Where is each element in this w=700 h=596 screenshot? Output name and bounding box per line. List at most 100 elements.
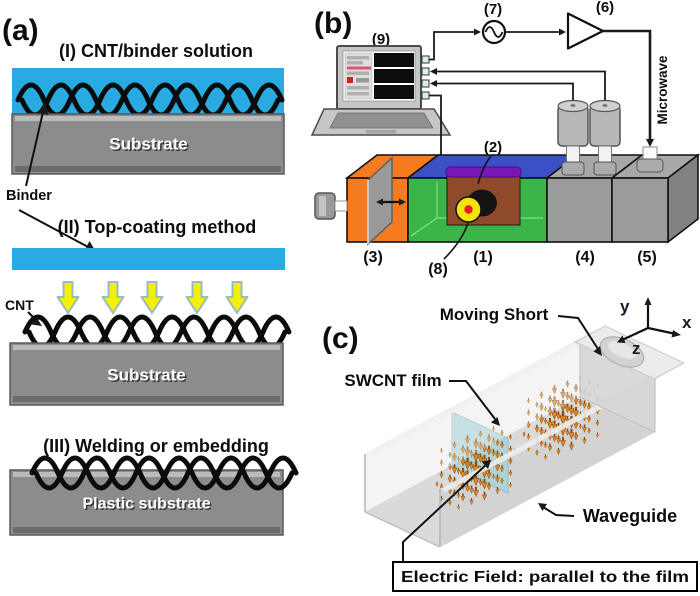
field-vector-arrow: [456, 491, 461, 499]
field-vector-arrow: [447, 474, 453, 484]
field-vector-arrow: [543, 406, 548, 412]
field-vector-arrow: [565, 428, 570, 436]
field-vector-arrow: [472, 449, 480, 462]
field-vector-arrow: [560, 388, 566, 400]
down-arrow-icon: [185, 281, 209, 314]
field-vector-arrow: [586, 402, 592, 412]
field-vector-arrow: [587, 427, 591, 435]
field-vector-arrow: [578, 399, 583, 407]
field-vector-arrow: [456, 504, 461, 510]
field-vector-arrow: [526, 398, 531, 404]
field-vector-arrow: [564, 403, 571, 414]
field-vector-arrow: [478, 430, 483, 438]
field-vector-arrow: [460, 456, 466, 467]
field-vector-arrow: [595, 419, 600, 427]
field-vector-arrow: [447, 463, 453, 471]
field-vector-arrow: [448, 451, 452, 459]
field-vector-arrow: [568, 393, 575, 403]
field-vector-arrow: [439, 483, 444, 490]
panel-b-label: (b): [314, 7, 352, 40]
electric-field-callout: Electric Field: parallel to the film: [392, 460, 698, 592]
field-vector-arrow: [508, 482, 513, 488]
laptop-illustration: [310, 45, 452, 136]
field-vector-arrow: [473, 438, 479, 450]
binder-arrow-up: [25, 102, 49, 187]
field-vector-arrow: [439, 459, 444, 466]
signal-generator-icon: [481, 19, 507, 45]
field-vector-arrow: [460, 445, 466, 454]
field-vector-arrow: [573, 432, 579, 441]
axes-triad: y x z: [617, 297, 692, 358]
input-label: (5): [637, 249, 657, 266]
field-vector-arrow: [582, 424, 587, 433]
field-vector-arrow: [539, 403, 544, 412]
field-vector-arrow: [464, 435, 471, 445]
field-vector-arrow: [486, 434, 492, 443]
field-vector-arrow: [469, 485, 474, 494]
screen-control-panel: [344, 52, 373, 100]
field-vector-arrow: [547, 395, 553, 404]
amplifier-label: (6): [596, 0, 614, 16]
sample-label: (2): [484, 139, 502, 156]
field-vector-arrow: [560, 436, 566, 448]
field-vector-arrow: [495, 439, 500, 447]
waveguide-3d: [364, 325, 686, 548]
field-vector-arrow: [439, 496, 444, 502]
field-vector-arrow: [539, 391, 544, 399]
field-vector-arrow: [573, 395, 579, 406]
field-vector-arrow: [526, 409, 531, 416]
field-vector-arrow: [559, 411, 567, 425]
substrate-block-2: Substrate Substrate: [9, 342, 284, 406]
detector-label: (4): [575, 249, 595, 266]
field-vector-arrow: [582, 400, 587, 409]
detector-cylinder-left: [557, 99, 589, 176]
substrate-2-label-shadow: Substrate: [109, 367, 187, 386]
substrate-2-label: Substrate: [107, 366, 185, 385]
field-vector-arrow: [439, 471, 444, 479]
field-vector-arrow: [526, 433, 531, 440]
axis-y-label: y: [620, 297, 630, 316]
field-vector-arrow: [543, 454, 548, 460]
detector-cylinder-right: [589, 99, 621, 176]
swcnt-film-plane: [451, 411, 509, 494]
substrate-1-label-shadow: Substrate: [111, 136, 189, 155]
field-vector-arrow: [464, 483, 471, 493]
panel-a-step3-title: (III) Welding or embedding: [43, 436, 269, 456]
panel-c: (c) y x z Moving Short SWCNT film: [322, 297, 698, 592]
field-vector-arrow: [526, 421, 531, 429]
generator-label: (7): [484, 1, 502, 18]
coating-bar: [12, 248, 285, 270]
field-vector-arrow: [481, 443, 488, 453]
port-3: [421, 79, 430, 88]
field-vector-arrow: [486, 469, 492, 480]
panel-b: (b) (9): [310, 0, 700, 278]
leader-2: [477, 155, 492, 185]
field-vector-arrow: [568, 428, 575, 440]
field-vector-arrow: [535, 401, 539, 409]
coating-arrows: [56, 281, 249, 314]
down-arrow-icon: [140, 281, 164, 314]
field-vector-arrow: [538, 414, 545, 425]
field-vector-arrow: [568, 441, 575, 451]
field-vector-arrow: [495, 487, 500, 495]
substrate-block-1: Substrate Substrate: [11, 113, 285, 175]
port-2: [421, 67, 430, 76]
down-arrow-icon: [225, 281, 249, 314]
field-vector-arrow: [469, 498, 474, 506]
field-vector-arrow: [508, 469, 513, 477]
field-vector-arrow: [572, 406, 580, 419]
field-vector-arrow: [586, 415, 592, 423]
axis-z-label: z: [632, 339, 641, 358]
moving-short-leader: [557, 315, 602, 356]
field-vector-arrow: [499, 465, 505, 473]
axis-x-label: x: [682, 313, 692, 332]
amplifier-icon: [566, 12, 605, 50]
field-vector-arrow: [508, 457, 513, 465]
down-arrow-icon: [56, 281, 80, 314]
knob-rod: [334, 200, 348, 212]
daq-ports: [421, 55, 430, 100]
field-vector-arrow: [551, 385, 558, 395]
computer-label: (9): [372, 31, 390, 48]
panel-a-step1-title: (I) CNT/binder solution: [59, 41, 253, 61]
